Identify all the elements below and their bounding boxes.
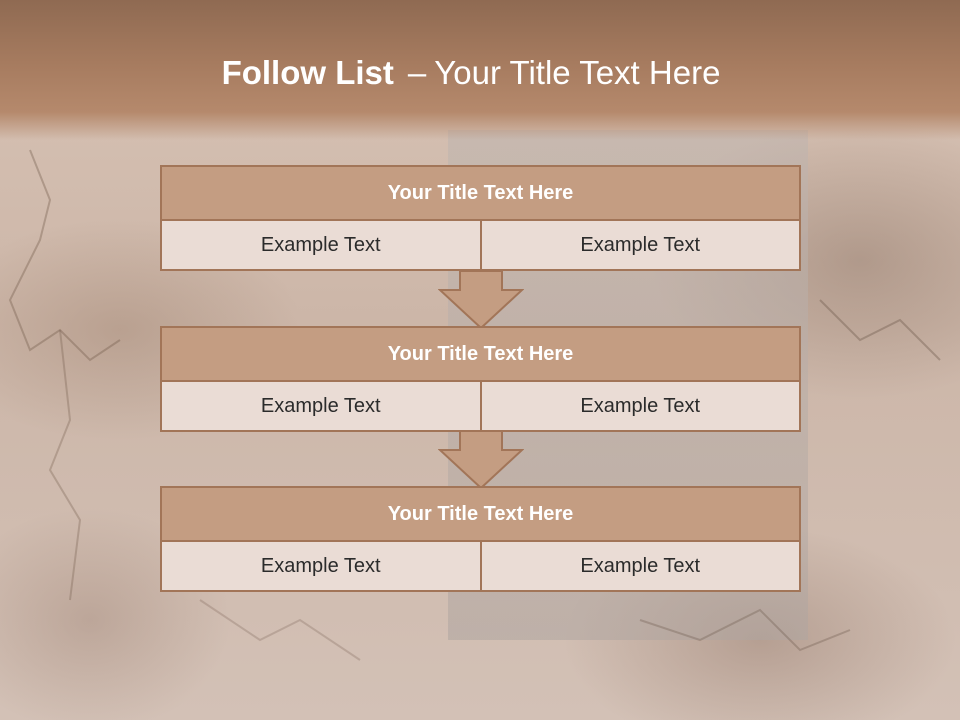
step-text-left[interactable]: Example Text (160, 221, 482, 271)
step-text-right[interactable]: Example Text (481, 382, 801, 432)
step-block-3[interactable]: Your Title Text Here Example Text Exampl… (160, 486, 801, 592)
down-arrow-icon (438, 270, 524, 330)
step-text-left[interactable]: Example Text (160, 382, 482, 432)
step-block-1[interactable]: Your Title Text Here Example Text Exampl… (160, 165, 801, 271)
down-arrow-icon (438, 430, 524, 490)
title-rest: Your Title Text Here (434, 54, 721, 91)
title-strong: Follow List (221, 54, 394, 91)
step-text-left[interactable]: Example Text (160, 542, 482, 592)
title-dash: – (407, 54, 427, 91)
step-text-right[interactable]: Example Text (481, 542, 801, 592)
title-bar (0, 0, 960, 140)
step-block-2[interactable]: Your Title Text Here Example Text Exampl… (160, 326, 801, 432)
step-title[interactable]: Your Title Text Here (160, 326, 801, 382)
step-text-right[interactable]: Example Text (481, 221, 801, 271)
step-title[interactable]: Your Title Text Here (160, 165, 801, 221)
slide-title[interactable]: Follow List–Your Title Text Here (0, 54, 942, 92)
step-title[interactable]: Your Title Text Here (160, 486, 801, 542)
